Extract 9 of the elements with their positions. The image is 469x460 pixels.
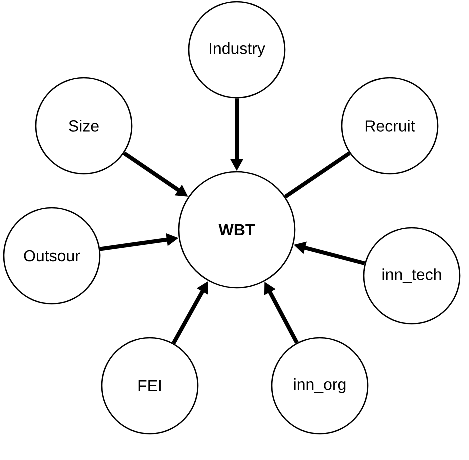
circle-node: Recruit [341,77,439,175]
circle-node: Industry [188,1,286,99]
circle-node: Outsour [3,207,101,305]
circle-node: inn_org [271,337,369,435]
connector-line [284,152,351,199]
circle-node: inn_tech [363,227,461,325]
circle-node: WBT [178,171,296,289]
circle-node: FEI [101,337,199,435]
circle-node: Size [35,77,133,175]
